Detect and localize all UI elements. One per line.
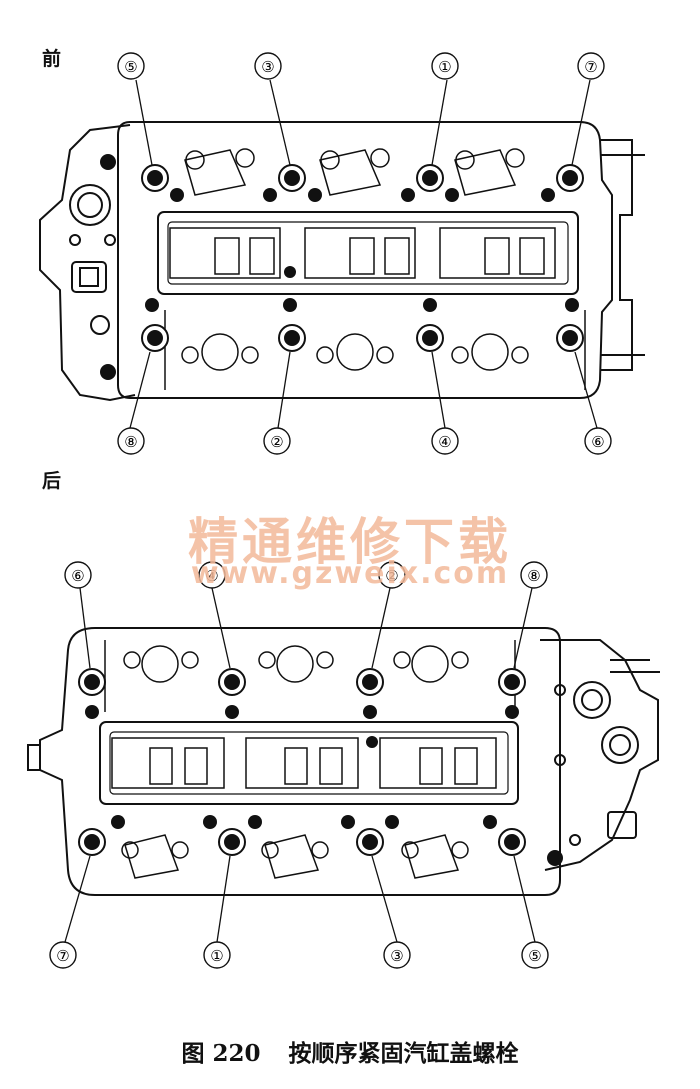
rear-callout-6-label: ⑥: [71, 567, 84, 585]
watermark-chinese: 精通维修下载: [188, 513, 512, 571]
rear-callout-3: ③: [383, 941, 411, 969]
front-bolt-4: [416, 324, 444, 352]
front-bolt-6: [556, 324, 584, 352]
front-cam-chamber: [157, 211, 579, 295]
rear-cylinder-head: [27, 627, 660, 896]
front-bolt-2: [278, 324, 306, 352]
front-callout-leaders: [129, 79, 598, 429]
front-callout-1-label: ①: [438, 58, 451, 76]
rear-callout-2: ②: [378, 561, 406, 589]
watermark-url: www.gzweix.com: [190, 556, 510, 591]
figure-number: 图 220: [181, 1040, 261, 1067]
front-callout-3-label: ③: [261, 58, 274, 76]
rear-callouts: ⑥ ④ ② ⑧ ⑦ ① ③ ⑤: [49, 561, 549, 969]
front-bolt-3: [278, 164, 306, 192]
rear-callout-4-label: ④: [205, 567, 218, 585]
rear-callout-7: ⑦: [49, 941, 77, 969]
front-callout-5-label: ⑤: [124, 58, 137, 76]
rear-callout-3-label: ③: [390, 947, 403, 965]
rear-callout-7-label: ⑦: [56, 947, 69, 965]
front-callout-7: ⑦: [577, 52, 605, 80]
figure-title: 按顺序紧固汽缸盖螺栓: [288, 1040, 519, 1067]
front-head-left-end: [39, 124, 136, 402]
front-callout-6: ⑥: [584, 427, 612, 455]
front-callout-5: ⑤: [117, 52, 145, 80]
front-callout-3: ③: [254, 52, 282, 80]
front-callout-4: ④: [431, 427, 459, 455]
rear-callout-6: ⑥: [64, 561, 92, 589]
rear-callout-4: ④: [198, 561, 226, 589]
rear-callout-8: ⑧: [520, 561, 548, 589]
rear-head-right-end: [540, 639, 659, 871]
figure-caption: 图 220 按顺序紧固汽缸盖螺栓: [0, 1034, 700, 1068]
rear-bolt-8: [498, 668, 526, 696]
front-callout-8-label: ⑧: [124, 433, 137, 451]
rear-bolt-6: [78, 668, 106, 696]
front-section-label: 前: [42, 48, 62, 70]
front-callout-1: ①: [431, 52, 459, 80]
rear-bolt-7: [78, 828, 106, 856]
front-callout-4-label: ④: [438, 433, 451, 451]
rear-cam-chamber: [99, 721, 519, 805]
front-callout-6-label: ⑥: [591, 433, 604, 451]
front-bolt-1: [416, 164, 444, 192]
front-bolt-5: [141, 164, 169, 192]
rear-bolt-1: [218, 828, 246, 856]
rear-bolt-3: [356, 828, 384, 856]
front-bolt-8: [141, 324, 169, 352]
rear-callout-2-label: ②: [385, 567, 398, 585]
front-head-bolts: [100, 154, 584, 380]
front-callout-2: ②: [263, 427, 291, 455]
rear-callout-5: ⑤: [521, 941, 549, 969]
front-head-outline: [117, 121, 613, 399]
rear-callout-5-label: ⑤: [528, 947, 541, 965]
front-callout-2-label: ②: [270, 433, 283, 451]
rear-head-outline: [39, 627, 561, 896]
rear-bolt-2: [356, 668, 384, 696]
rear-callout-1-label: ①: [210, 947, 223, 965]
rear-bolt-4: [218, 668, 246, 696]
front-callout-7-label: ⑦: [584, 58, 597, 76]
rear-callout-1: ①: [203, 941, 231, 969]
rear-bolt-5: [498, 828, 526, 856]
front-callouts: ⑤ ③ ① ⑦ ⑧ ② ④ ⑥: [117, 52, 612, 455]
front-cylinder-head: [39, 121, 645, 402]
rear-section-label: 后: [42, 470, 62, 492]
rear-callout-8-label: ⑧: [527, 567, 540, 585]
front-bolt-7: [556, 164, 584, 192]
front-callout-8: ⑧: [117, 427, 145, 455]
rear-callout-leaders: [64, 587, 536, 943]
rear-head-bolts: [78, 668, 563, 866]
